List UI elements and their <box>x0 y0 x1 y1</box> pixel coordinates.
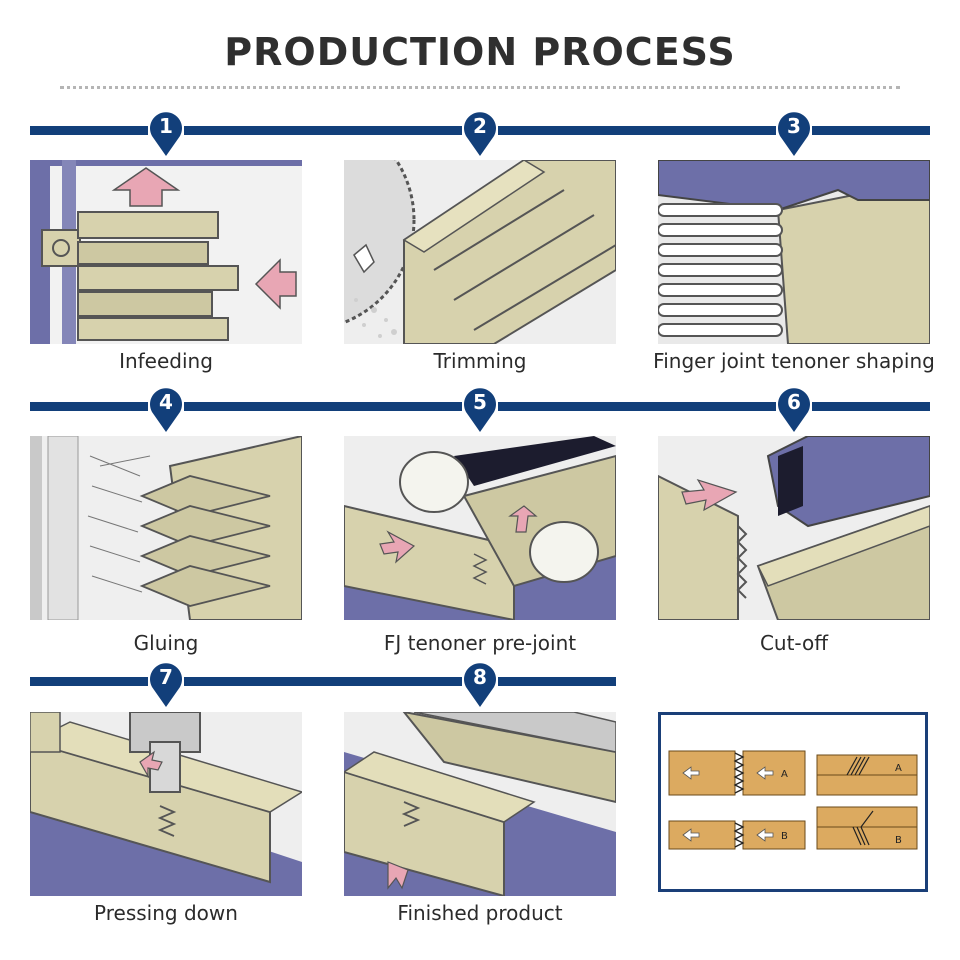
step-1-number: 1 <box>159 114 173 138</box>
map-pin-icon <box>146 108 186 156</box>
step-8-marker: 8 <box>460 659 500 709</box>
step-1-label: Infeeding <box>119 349 213 373</box>
step-6-marker: 6 <box>774 384 814 434</box>
step-3-label: Finger joint tenoner shaping <box>653 349 935 373</box>
step-7-illustration <box>30 712 302 896</box>
step-4-label: Gluing <box>133 631 199 655</box>
step-8-number: 8 <box>473 665 487 689</box>
map-pin-icon <box>460 659 500 707</box>
step-2-illustration <box>344 160 616 344</box>
ref-label-a-right: A <box>895 763 902 774</box>
step-2-number: 2 <box>473 114 487 138</box>
step-8-label: Finished product <box>397 901 563 925</box>
map-pin-icon <box>146 384 186 432</box>
map-pin-icon <box>460 108 500 156</box>
step-4-marker: 4 <box>146 384 186 434</box>
step-2-marker: 2 <box>460 108 500 158</box>
step-1-illustration <box>30 160 302 344</box>
title-divider <box>60 86 900 89</box>
step-3-number: 3 <box>787 114 801 138</box>
step-7-marker: 7 <box>146 659 186 709</box>
step-5-marker: 5 <box>460 384 500 434</box>
step-5-label: FJ tenoner pre-joint <box>383 631 577 655</box>
map-pin-icon <box>774 108 814 156</box>
finger-joint-reference-diagram: A B A B <box>658 712 928 892</box>
step-3-illustration <box>658 160 930 344</box>
step-5-illustration <box>344 436 616 620</box>
step-5-number: 5 <box>473 390 487 414</box>
step-4-illustration <box>30 436 302 620</box>
map-pin-icon <box>774 384 814 432</box>
step-7-label: Pressing down <box>94 901 238 925</box>
page-title: PRODUCTION PROCESS <box>224 30 736 74</box>
map-pin-icon <box>460 384 500 432</box>
step-8-illustration <box>344 712 616 896</box>
step-3-marker: 3 <box>774 108 814 158</box>
step-6-illustration <box>658 436 930 620</box>
map-pin-icon <box>146 659 186 707</box>
ref-label-b-right: B <box>895 835 902 846</box>
step-2-label: Trimming <box>433 349 527 373</box>
row-3-rule <box>30 677 616 686</box>
ref-label-a-left: A <box>781 769 788 780</box>
ref-label-b-left: B <box>781 831 788 842</box>
step-4-number: 4 <box>159 390 173 414</box>
step-6-number: 6 <box>787 390 801 414</box>
step-1-marker: 1 <box>146 108 186 158</box>
step-7-number: 7 <box>159 665 173 689</box>
step-6-label: Cut-off <box>759 631 829 655</box>
